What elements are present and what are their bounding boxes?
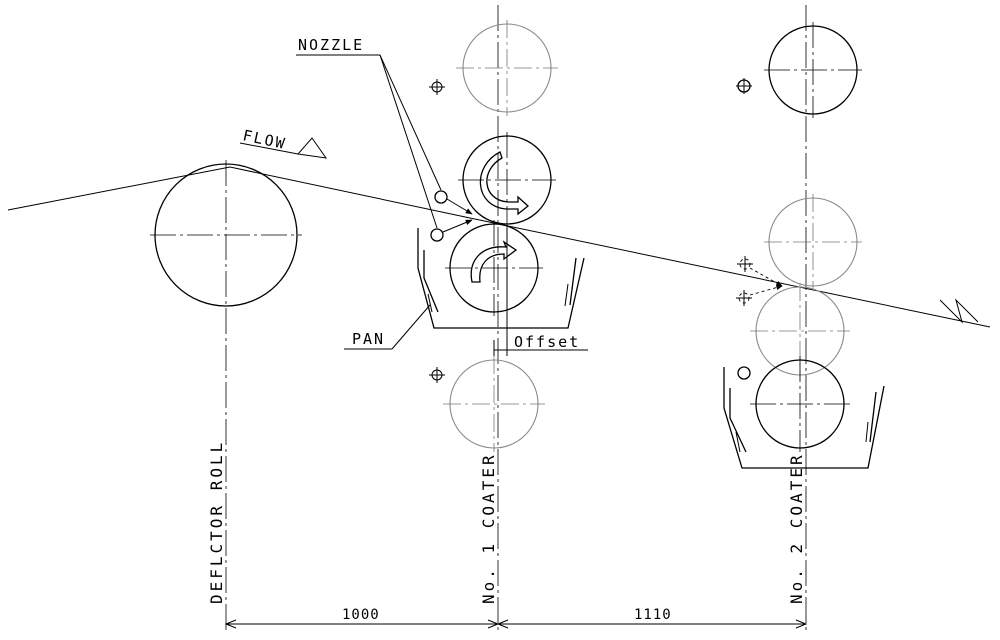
- crosshair-icon: [429, 79, 445, 95]
- pan-label: PAN: [352, 330, 385, 348]
- nozzle-icon: [430, 228, 444, 242]
- nozzle-icon: [434, 190, 448, 204]
- offset-label: Offset: [514, 333, 580, 351]
- nozzle-callout: NOZZLE: [296, 36, 442, 229]
- pan-callout: PAN: [344, 304, 431, 350]
- rotation-arrow-icon: [479, 151, 530, 216]
- dimension-line: 1000 1110: [224, 607, 808, 629]
- deflector-roll-label: DEFLCTOR ROLL: [207, 440, 226, 604]
- coater1-pan: [417, 228, 585, 329]
- deflector-roll: [150, 160, 302, 630]
- dimension-1000: 1000: [342, 607, 380, 623]
- coater-1-label: No. 1 COATER: [479, 452, 498, 604]
- coater-2-label: No. 2 COATER: [787, 452, 806, 604]
- coater-1: [417, 5, 588, 630]
- nozzle-icon: [736, 290, 752, 306]
- web-path: [7, 166, 991, 328]
- coater-2: [723, 5, 885, 630]
- nozzle-label: NOZZLE: [298, 36, 364, 54]
- rotation-arrow-icon: [470, 240, 518, 283]
- nozzle-icon: [737, 256, 753, 272]
- crosshair-icon: [429, 367, 445, 383]
- dimension-1110: 1110: [634, 607, 672, 623]
- flow-label: FLOW: [241, 126, 288, 153]
- flow-arrow-icon: [297, 137, 328, 159]
- flow-indicator: FLOW: [239, 126, 328, 159]
- crosshair-icon: [737, 366, 751, 380]
- coater2-pan: [723, 367, 885, 469]
